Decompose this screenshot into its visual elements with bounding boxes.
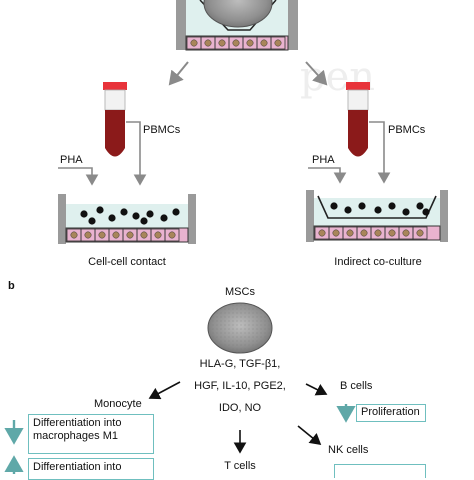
left-pbmc-label: PBMCs	[143, 124, 181, 136]
cell-nucleus	[402, 229, 410, 237]
monocyte-item-2: Differentiation into	[33, 461, 122, 473]
pbmc-dot	[96, 206, 104, 214]
arrow-to-bcells	[305, 383, 328, 396]
bcells-label: B cells	[340, 380, 373, 392]
factor-line-2: HGF, IL-10, PGE2,	[194, 380, 286, 392]
monocyte-item-1b: macrophages M1	[33, 430, 118, 442]
monocyte-label: Monocyte	[94, 398, 142, 410]
right-dish	[306, 190, 448, 242]
cell-nucleus	[204, 39, 212, 47]
cell-nucleus	[218, 39, 226, 47]
left-pbmc-tube	[103, 82, 127, 157]
top-msc-culture	[176, 0, 298, 51]
msc-monolayer-cell	[412, 226, 428, 240]
pbmc-dot	[146, 210, 154, 218]
pbmc-dot	[358, 202, 366, 210]
right-pha-label: PHA	[312, 154, 335, 166]
pbmc-dot	[402, 208, 410, 216]
factor-line-1: HLA-G, TGF-β1,	[199, 358, 281, 370]
left-caption: Cell-cell contact	[88, 256, 166, 268]
nkcells-effect-box	[334, 464, 426, 478]
cell-nucleus	[98, 231, 106, 239]
pha-arrow-left	[58, 167, 99, 186]
pbmc-dot	[172, 208, 180, 216]
pbmc-dot	[388, 202, 396, 210]
panel-b-letter: b	[8, 280, 15, 292]
pbmc-arrow-right	[369, 121, 391, 184]
pbmc-dot	[330, 202, 338, 210]
left-pha-label: PHA	[60, 154, 83, 166]
bcells-effect-box: Proliferation	[356, 404, 426, 422]
cell-nucleus	[374, 229, 382, 237]
monocyte-effect-box-1: Differentiation into macrophages M1	[28, 414, 154, 454]
right-pbmc-label: PBMCs	[388, 124, 426, 136]
pbmc-dot	[108, 214, 116, 222]
pbmc-dot	[140, 217, 148, 225]
monocyte-item-1a: Differentiation into	[33, 417, 122, 429]
bcells-effect: Proliferation	[361, 406, 420, 418]
msc-monolayer-cell	[270, 36, 286, 50]
pbmc-dot	[422, 208, 430, 216]
tcells-label: T cells	[224, 460, 256, 472]
left-dish	[58, 194, 196, 244]
cell-nucleus	[190, 39, 198, 47]
cell-nucleus	[168, 231, 176, 239]
pbmc-dot	[160, 214, 168, 222]
cell-nucleus	[360, 229, 368, 237]
msc-label: MSCs	[225, 286, 255, 298]
cell-nucleus	[70, 231, 78, 239]
pbmc-dot	[374, 206, 382, 214]
pbmc-arrow-left	[126, 121, 147, 186]
cell-nucleus	[318, 229, 326, 237]
cell-nucleus	[246, 39, 254, 47]
cell-nucleus	[274, 39, 282, 47]
monocyte-effect-box-2: Differentiation into	[28, 458, 154, 480]
cell-nucleus	[140, 231, 148, 239]
nkcells-label: NK cells	[328, 444, 369, 456]
pha-arrow-right	[308, 167, 347, 184]
pbmc-dot	[80, 210, 88, 218]
arrow-to-monocyte	[148, 381, 181, 400]
cell-nucleus	[84, 231, 92, 239]
right-caption: Indirect co-culture	[334, 256, 422, 268]
arrow-to-nkcells	[297, 425, 322, 446]
factor-line-3: IDO, NO	[218, 402, 262, 414]
arrow-to-right	[305, 61, 328, 86]
cell-nucleus	[388, 229, 396, 237]
right-pbmc-tube	[346, 82, 370, 157]
cell-nucleus	[112, 231, 120, 239]
pbmc-dot	[120, 208, 128, 216]
cell-nucleus	[232, 39, 240, 47]
msc-monolayer-cell	[164, 228, 180, 242]
cell-nucleus	[154, 231, 162, 239]
cell-nucleus	[346, 229, 354, 237]
arrow-to-left	[168, 61, 189, 86]
cell-nucleus	[332, 229, 340, 237]
pbmc-dot	[416, 202, 424, 210]
pbmc-dot	[132, 212, 140, 220]
cell-nucleus	[126, 231, 134, 239]
pbmc-dot	[344, 206, 352, 214]
pbmc-dot	[88, 217, 96, 225]
cell-nucleus	[416, 229, 424, 237]
cell-nucleus	[260, 39, 268, 47]
